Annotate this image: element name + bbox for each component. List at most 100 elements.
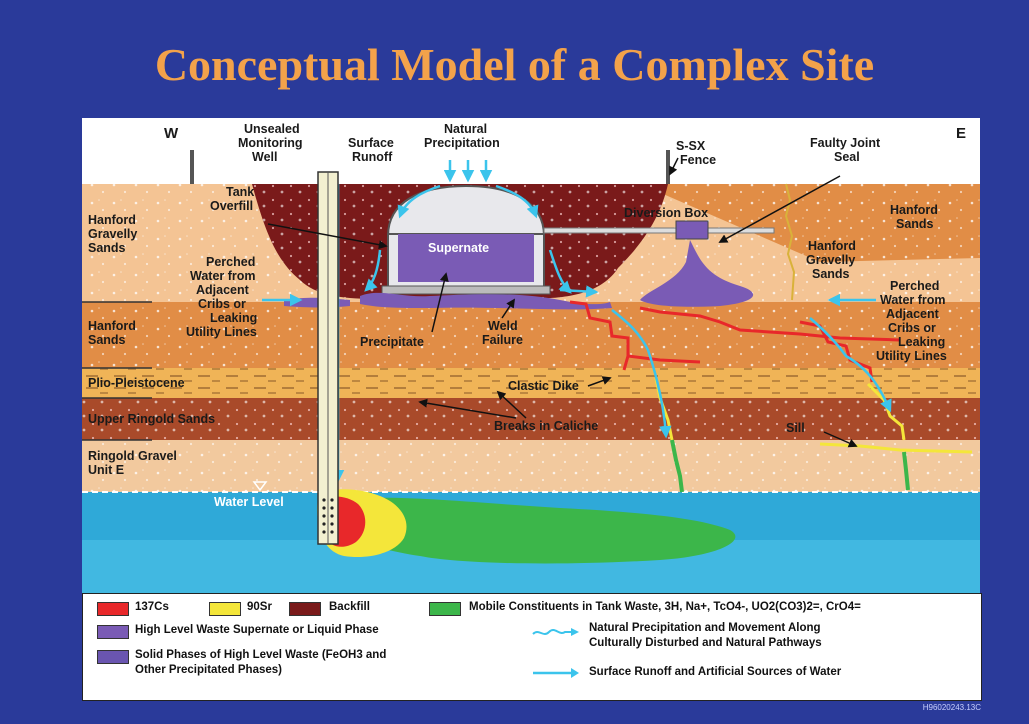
svg-text:Water from: Water from [880,293,946,307]
fence-post-west [190,150,194,184]
sr-pathway-2 [866,382,906,441]
leak-plume-weld [360,292,612,310]
svg-text:Leaking: Leaking [210,311,257,325]
svg-text:Sands: Sands [88,241,126,255]
svg-text:Overfill: Overfill [210,199,253,213]
svg-text:Hanford: Hanford [808,239,856,253]
label-ssx-fence: S-SX Fence [676,139,716,167]
svg-text:S-SX: S-SX [676,139,706,153]
svg-text:Gravelly: Gravelly [806,253,855,267]
tank-dome [386,184,546,237]
compass-east: E [956,125,966,142]
cs-pathway-1 [569,300,630,371]
water-level-marker [252,481,268,492]
svg-text:Runoff: Runoff [352,150,393,164]
svg-text:Cribs or: Cribs or [888,321,936,335]
mobile-pathway-2 [902,451,910,491]
label-layer-hanford-gravelly: Hanford Gravelly Sands [88,213,137,255]
legend-label-sr: 90Sr [247,601,272,613]
page-title: Conceptual Model of a Complex Site [154,39,875,90]
svg-text:Utility Lines: Utility Lines [186,325,257,339]
legend-label-mobile: Mobile Constituents in Tank Waste, 3H, N… [469,601,861,613]
legend-label-backfill: Backfill [329,601,370,613]
svg-text:Hanford: Hanford [88,319,136,333]
svg-text:Sands: Sands [812,267,850,281]
label-perched-water-left: Perched Water from Adjacent Cribs or Lea… [186,255,257,339]
label-clastic-dike: Clastic Dike [508,379,579,393]
transfer-pipe [543,227,775,234]
label-surface-runoff: Surface Runoff [348,136,394,164]
label-layer-upper-ringold: Upper Ringold Sands [88,412,215,426]
label-sill: Sill [786,421,805,435]
supernate-liquid [398,234,534,282]
label-supernate: Supernate [428,241,489,255]
svg-text:Well: Well [252,150,277,164]
svg-text:Ringold Gravel: Ringold Gravel [88,449,177,463]
svg-text:Failure: Failure [482,333,523,347]
svg-text:Cribs or: Cribs or [198,297,246,311]
label-layer-plio-pleistocene: Plio-Pleistocene [88,376,185,390]
svg-text:Monitoring: Monitoring [238,136,303,150]
legend-label-solid-phases-2: Other Precipitated Phases) [135,664,282,676]
legend-swatch-sr [209,602,241,616]
legend-swatch-backfill [289,602,321,616]
svg-text:Adjacent: Adjacent [196,283,250,297]
svg-text:Unit E: Unit E [88,463,124,477]
compass-west: W [164,125,179,142]
legend-swatch-solid-phases [97,650,129,664]
svg-text:Tank: Tank [226,185,254,199]
mobile-plume [330,497,736,564]
svg-text:Water from: Water from [190,269,256,283]
svg-text:Utility Lines: Utility Lines [876,349,947,363]
fence-post-east [666,150,670,184]
cs-pathway-2 [639,306,901,342]
mobile-pathway-1 [670,439,684,493]
label-hanford-sands-east: Hanford Sands [890,203,938,231]
diversion-box [675,220,709,240]
svg-text:Gravelly: Gravelly [88,227,137,241]
legend-label-solid-phases-1: Solid Phases of High Level Waste (FeOH3 … [135,649,387,661]
svg-text:Adjacent: Adjacent [886,307,940,321]
leak-plume-joint [640,240,754,307]
svg-text:Sands: Sands [896,217,934,231]
svg-text:Perched: Perched [206,255,255,269]
label-diversion-box: Diversion Box [624,206,708,220]
legend-swatch-cs [97,602,129,616]
svg-text:Faulty Joint: Faulty Joint [810,136,881,150]
svg-text:Natural: Natural [444,122,487,136]
fault-crack [784,183,796,301]
label-perched-water-right: Perched Water from Adjacent Cribs or Lea… [876,279,947,363]
legend-label-natural-movement-1: Natural Precipitation and Movement Along [589,622,821,634]
svg-text:Fence: Fence [680,153,716,167]
label-breaks-in-caliche: Breaks in Caliche [494,419,598,433]
svg-text:Seal: Seal [834,150,860,164]
legend-label-natural-movement-2: Culturally Disturbed and Natural Pathway… [589,637,822,649]
figure-code: H96020243.13C [922,703,981,712]
legend: 137Cs 90Sr Backfill Mobile Constituents … [82,593,982,701]
svg-text:Surface: Surface [348,136,394,150]
label-natural-precipitation: Natural Precipitation [424,122,500,150]
legend-label-cs: 137Cs [135,601,169,613]
svg-text:Unsealed: Unsealed [244,122,300,136]
svg-text:Hanford: Hanford [88,213,136,227]
label-precipitate: Precipitate [360,335,424,349]
label-tank-overfill: Tank Overfill [210,185,254,213]
legend-label-surface-runoff: Surface Runoff and Artificial Sources of… [589,666,842,678]
svg-text:Precipitation: Precipitation [424,136,500,150]
label-weld-failure: Weld Failure [482,319,523,347]
legend-label-hlw-supernate: High Level Waste Supernate or Liquid Pha… [135,624,379,636]
label-faulty-joint-seal: Faulty Joint Seal [810,136,881,164]
svg-text:Sands: Sands [88,333,126,347]
svg-text:Hanford: Hanford [890,203,938,217]
label-unsealed-well: Unsealed Monitoring Well [238,122,303,164]
label-hanford-gravelly-east: Hanford Gravelly Sands [806,239,856,281]
legend-straight-arrow-icon [533,668,579,678]
legend-wavy-arrow-icon [532,628,579,636]
sill-line [819,442,973,454]
label-water-level: Water Level [214,495,284,509]
svg-text:Weld: Weld [488,319,518,333]
label-layer-ringold-gravel: Ringold Gravel Unit E [88,449,177,477]
svg-text:Leaking: Leaking [898,335,945,349]
